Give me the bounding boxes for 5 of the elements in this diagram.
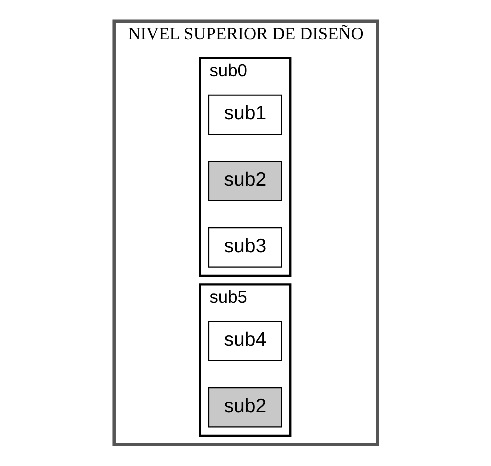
- node-box: sub1: [208, 94, 282, 136]
- node-box: sub2: [208, 161, 282, 202]
- node-box: sub3: [208, 228, 282, 268]
- node-box: sub2: [208, 388, 282, 428]
- node-box: sub4: [208, 321, 282, 362]
